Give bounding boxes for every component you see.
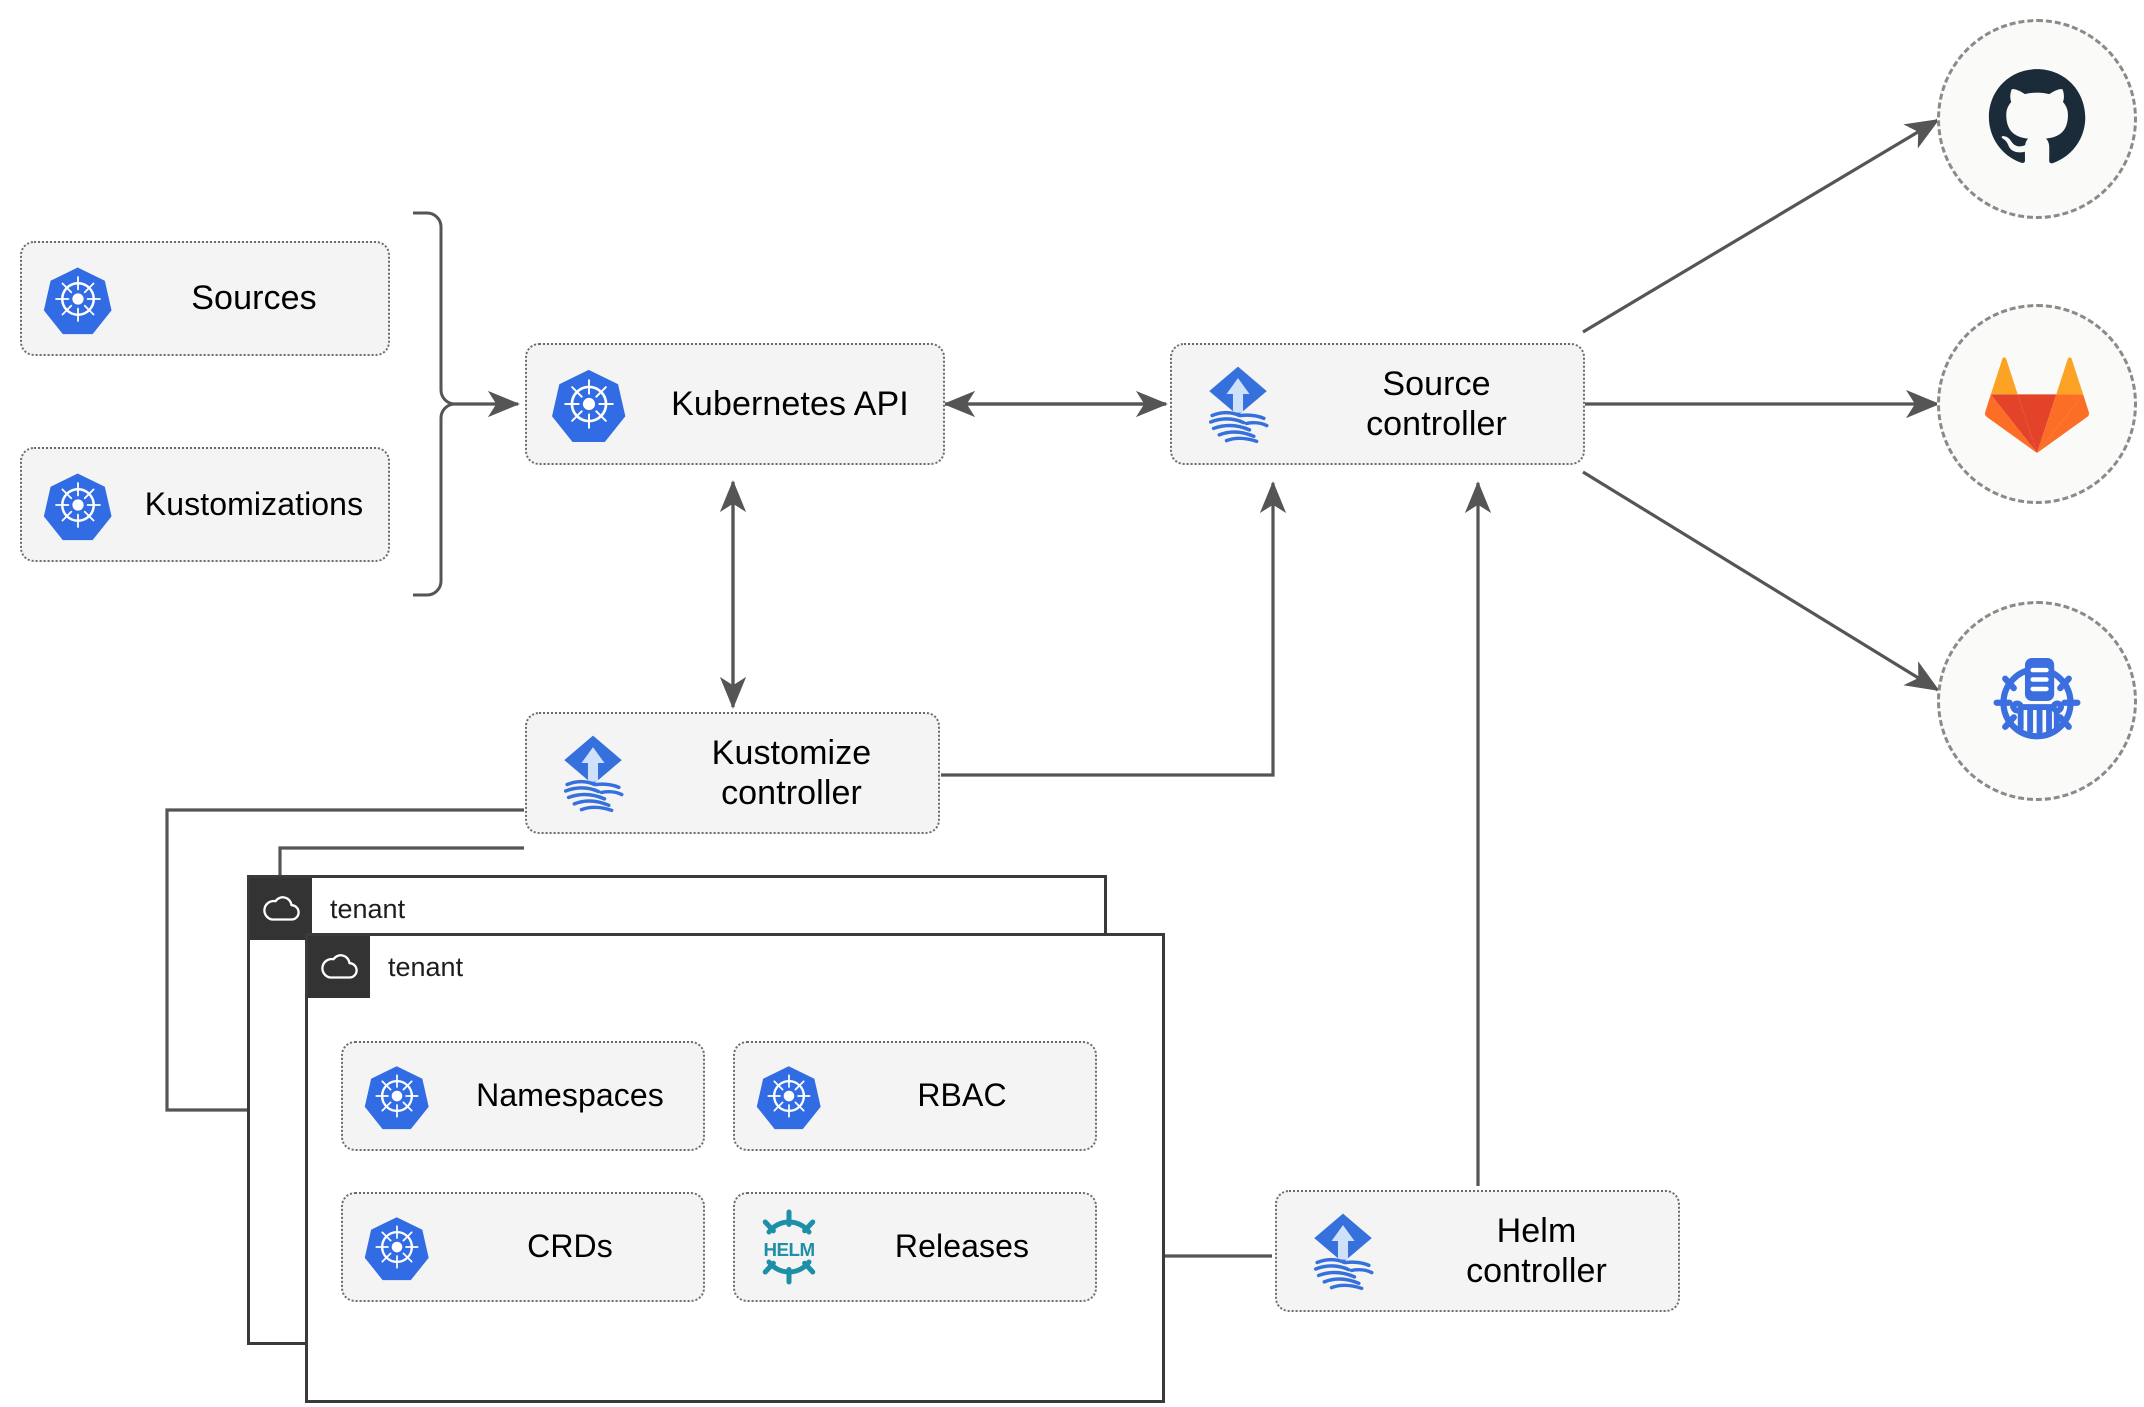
provider-bucket[interactable] <box>1937 601 2137 801</box>
kubernetes-icon <box>22 469 134 541</box>
node-rbac[interactable]: RBAC <box>733 1041 1097 1151</box>
flux-icon <box>1172 358 1304 450</box>
node-label: Sources <box>191 279 317 318</box>
node-label: RBAC <box>917 1077 1007 1114</box>
node-kustomizations[interactable]: Kustomizations <box>20 447 390 562</box>
kubernetes-icon <box>527 365 651 443</box>
node-crds[interactable]: CRDs <box>341 1192 705 1302</box>
kustomize-controller-line1: Kustomize <box>711 733 872 772</box>
flux-icon <box>1277 1205 1409 1297</box>
node-label: CRDs <box>527 1228 613 1265</box>
flux-icon <box>527 727 659 819</box>
node-sources[interactable]: Sources <box>20 241 390 356</box>
svg-text:HELM: HELM <box>763 1239 814 1260</box>
node-helm-controller[interactable]: Helm controller <box>1275 1190 1680 1312</box>
helm-icon: HELM <box>735 1207 843 1287</box>
node-label: Source controller <box>1304 364 1583 444</box>
helm-controller-line2: controller <box>1466 1252 1607 1290</box>
source-controller-line2: controller <box>1366 405 1507 443</box>
kubernetes-icon <box>22 263 134 335</box>
provider-github[interactable] <box>1937 19 2137 219</box>
node-label: Helm controller <box>1409 1211 1678 1291</box>
node-releases[interactable]: HELM Releases <box>733 1192 1097 1302</box>
node-namespaces[interactable]: Namespaces <box>341 1041 705 1151</box>
helm-controller-line1: Helm <box>1496 1211 1577 1250</box>
kubernetes-icon <box>343 1062 451 1130</box>
node-label: Kustomizations <box>144 485 364 522</box>
tenant-label: tenant <box>388 951 464 982</box>
cloud-icon <box>250 878 312 940</box>
tenant-container-front[interactable]: tenant <box>305 933 1165 1403</box>
kustomize-bucket-icon <box>1993 658 2081 740</box>
node-label: Namespaces <box>476 1077 664 1114</box>
cloud-icon <box>308 936 370 998</box>
node-label: Releases <box>894 1228 1030 1265</box>
source-controller-line1: Source <box>1382 364 1491 403</box>
github-icon <box>1988 69 2086 164</box>
tenant-label: tenant <box>330 893 406 924</box>
kustomize-controller-line2: controller <box>721 774 862 812</box>
node-label: Kubernetes API <box>671 384 909 423</box>
provider-gitlab[interactable] <box>1937 304 2137 504</box>
kubernetes-icon <box>735 1062 843 1130</box>
gitlab-icon <box>1984 357 2090 454</box>
node-source-controller[interactable]: Source controller <box>1170 343 1585 465</box>
node-label: Kustomize controller <box>659 733 938 813</box>
kubernetes-icon <box>343 1213 451 1281</box>
node-kustomize-controller[interactable]: Kustomize controller <box>525 712 940 834</box>
node-kubernetes-api[interactable]: Kubernetes API <box>525 343 945 465</box>
